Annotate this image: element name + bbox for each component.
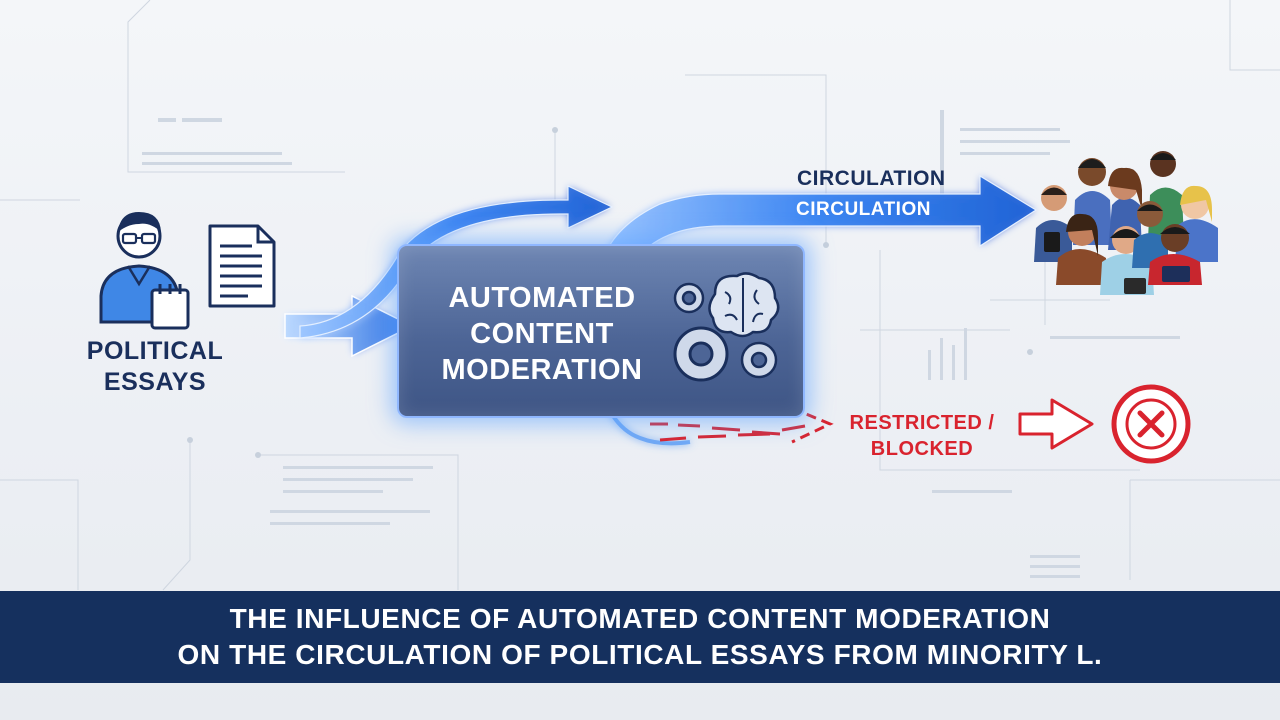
label-line: POLITICAL bbox=[86, 337, 224, 365]
circuit-nodes bbox=[187, 127, 1033, 458]
restricted-blocked-label: RESTRICTED / BLOCKED bbox=[842, 410, 1002, 462]
audience-person bbox=[1056, 213, 1108, 285]
label-line: BLOCKED bbox=[870, 438, 974, 460]
large-gear-icon bbox=[673, 326, 729, 382]
audience-person bbox=[1148, 224, 1202, 285]
moderation-title: AUTOMATED CONTENT MODERATION bbox=[417, 280, 667, 388]
audience-person bbox=[1034, 185, 1072, 262]
document-icon bbox=[208, 224, 276, 308]
upper-arc-arrow bbox=[299, 185, 614, 339]
gears-icon bbox=[673, 272, 780, 382]
circulation-label: CIRCULATION bbox=[797, 167, 946, 190]
banner-title-line1: THE INFLUENCE OF AUTOMATED CONTENT MODER… bbox=[229, 603, 1051, 634]
circuit-lines bbox=[0, 0, 1280, 591]
title-banner: THE INFLUENCE OF AUTOMATED CONTENT MODER… bbox=[0, 591, 1280, 683]
label-line: ESSAYS bbox=[103, 368, 207, 396]
notepad-icon bbox=[150, 284, 190, 330]
medium-gear-icon bbox=[740, 341, 778, 379]
audience-icon bbox=[1034, 151, 1218, 295]
blocked-path bbox=[650, 406, 834, 444]
blocked-arrow bbox=[1018, 398, 1094, 450]
brain-icon bbox=[708, 272, 780, 338]
title-line: CONTENT bbox=[470, 318, 614, 350]
small-gear-icon bbox=[673, 282, 705, 314]
x-circle-icon bbox=[1111, 384, 1191, 464]
audience-person bbox=[1175, 185, 1218, 262]
label-line: RESTRICTED / bbox=[849, 412, 995, 434]
banner-title-line2: ON THE CIRCULATION OF POLITICAL ESSAYS F… bbox=[177, 639, 1103, 670]
title-line: AUTOMATED bbox=[448, 282, 636, 314]
political-essays-label: POLITICAL ESSAYS bbox=[40, 336, 270, 398]
automated-content-moderation-box: AUTOMATED CONTENT MODERATION bbox=[397, 244, 805, 418]
title-line: MODERATION bbox=[441, 354, 643, 386]
circulation-arrow-label: CIRCULATION bbox=[796, 199, 931, 220]
data-tick-marks bbox=[142, 110, 1180, 578]
